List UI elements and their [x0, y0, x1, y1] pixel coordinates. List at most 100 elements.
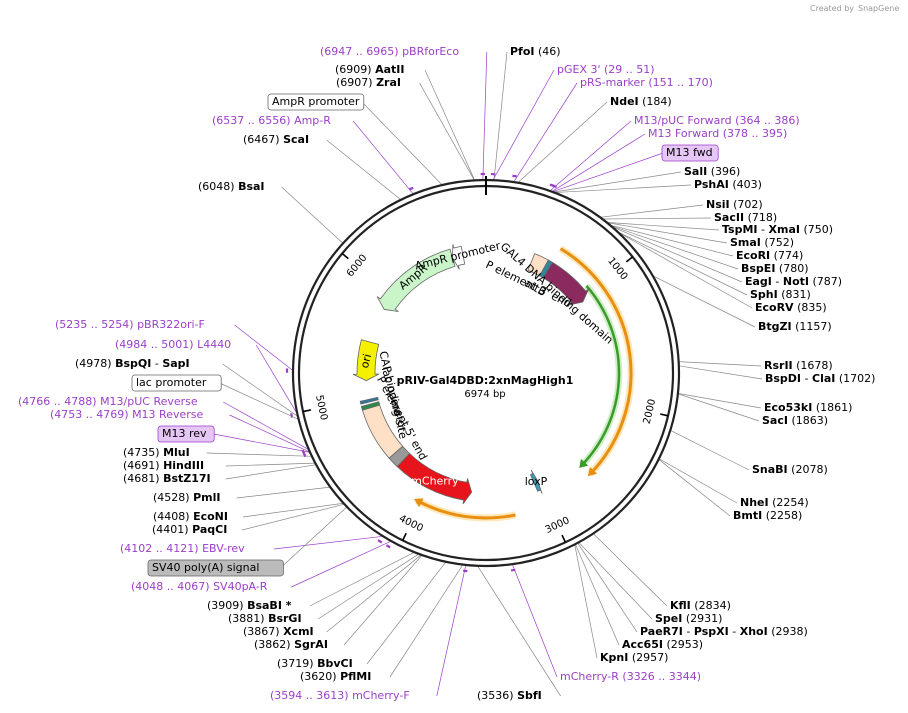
- label-ndei: NdeI (184): [610, 95, 672, 108]
- leader-pshai: [554, 184, 692, 193]
- label-sgrai-pos: (3862): [254, 638, 291, 651]
- label-btgzi-pos: (1157): [795, 320, 832, 333]
- feature-ori: [352, 339, 380, 382]
- feature-attb: [539, 259, 553, 279]
- leader-sgrai: [343, 554, 423, 646]
- coverage-arrowhead: [414, 498, 424, 508]
- coverage-arc: [580, 284, 621, 467]
- label-nsii-pos: (702): [733, 198, 763, 211]
- feature-ampr: [376, 248, 456, 312]
- label-rsrii-pos: (1678): [796, 359, 833, 372]
- label-zrai-pos: (6907): [336, 76, 373, 89]
- label-ecori: EcoRI (774): [736, 249, 803, 262]
- label-pflmi-text: (3620) PflMI: [300, 670, 371, 683]
- feature-label-ori: ori: [358, 352, 374, 369]
- label-bspei-pos: (780): [779, 262, 809, 275]
- label-acc65i-name: Acc65I: [622, 638, 663, 651]
- label-hindiii: (4691) HindIII: [123, 459, 204, 472]
- feature-gal4-arrow: [539, 260, 590, 306]
- label-mcherryr-range: (3326 .. 3344): [622, 670, 701, 683]
- label-mcherryr-text: mCherry-R (3326 .. 3344): [560, 670, 701, 683]
- leader-ecori: [609, 224, 734, 257]
- leader-saci: [677, 393, 760, 422]
- label-ecoNI: (4408) EcoNI: [153, 510, 228, 523]
- label-mcherryf-name: mCherry-F: [352, 689, 410, 702]
- leader-mcherryr: [512, 564, 558, 678]
- feature-ampr-arrow: [376, 248, 456, 312]
- label-hindiii-text: (4691) HindIII: [123, 459, 204, 472]
- label-ecorv: EcoRV (835): [755, 301, 827, 314]
- label-ecoNI-pos: (4408): [153, 510, 190, 523]
- leader-sphi: [617, 231, 748, 296]
- label-sbfi-pos: (3536): [477, 689, 514, 702]
- label-sv40pa-text: SV40 poly(A) signal: [152, 561, 259, 574]
- label-bspei-name: BspEI: [741, 262, 775, 275]
- label-m13f-text: M13 Forward (378 .. 395): [648, 127, 787, 140]
- label-ampr_p-range: (6537 .. 6556): [212, 114, 291, 127]
- leader-prs: [513, 82, 578, 183]
- label-mcherryr: mCherry-R (3326 .. 3344): [560, 670, 701, 683]
- label-sv40par-range: (4048 .. 4067): [131, 580, 210, 593]
- label-paer7i-sep2: -: [732, 625, 736, 638]
- label-rsrii-name: RsrII: [764, 359, 793, 372]
- feature-gal4: [539, 260, 590, 306]
- label-acc65i-pos: (2953): [666, 638, 703, 651]
- feature-sv40-arrow: [388, 445, 411, 468]
- feature-mcherry-arrow: [396, 452, 473, 505]
- label-tspmi: TspMI - XmaI (750): [722, 223, 833, 236]
- label-scai: (6467) ScaI: [243, 133, 309, 146]
- label-zrai-text: (6907) ZraI: [336, 76, 401, 89]
- label-bsrgi-text: (3881) BsrGI: [228, 612, 302, 625]
- tick-label: 4000: [397, 513, 425, 534]
- label-m13pucrev-name: M13/pUC Reverse: [100, 395, 198, 408]
- label-eagi-sep: -: [775, 275, 779, 288]
- label-pflmi-pos: (3620): [300, 670, 337, 683]
- site-labels: (6947 .. 6965) pBRforEco PfoI (46) (6909…: [18, 45, 875, 702]
- leader-scai: [326, 139, 402, 201]
- coverage-arrowhead: [579, 458, 589, 468]
- label-mlui-pos: (4735): [123, 446, 160, 459]
- label-snabi: SnaBI (2078): [752, 463, 828, 476]
- label-spei-pos: (2931): [686, 612, 723, 625]
- label-scai-name: ScaI: [283, 133, 309, 146]
- leader-bstz17i: [225, 464, 317, 480]
- label-sgrai-text: (3862) SgrAI: [254, 638, 328, 651]
- coverage-arcs: [414, 245, 635, 522]
- label-xcmi-pos: (3867): [243, 625, 280, 638]
- label-bspei: BspEI (780): [741, 262, 809, 275]
- leader-bspdi: [678, 365, 763, 380]
- leader-pbr322: [234, 324, 294, 371]
- label-amppromoter: AmpR promoter: [267, 93, 365, 111]
- label-ndei-pos: (184): [642, 95, 672, 108]
- label-kfli-name: KflI: [670, 599, 691, 612]
- plasmid-size: 6974 bp: [464, 389, 505, 400]
- leader-nsii: [600, 204, 704, 218]
- label-btgzi-text: BtgZI (1157): [758, 320, 832, 333]
- label-m13rev-text: M13 rev: [162, 427, 207, 440]
- label-paer7i-name3: XhoI: [740, 625, 768, 638]
- label-pflmi-name: PflMI: [340, 670, 371, 683]
- label-aatii-name: AatII: [375, 63, 404, 76]
- label-m13pucrev-text: (4766 .. 4788) M13/pUC Reverse: [18, 395, 198, 408]
- label-ebvrev: (4102 .. 4121) EBV-rev: [120, 542, 245, 555]
- label-m13fwd: M13 fwd: [661, 144, 719, 162]
- label-m13rev_p-name: M13 Reverse: [132, 408, 203, 421]
- label-pbrfor-range: (6947 .. 6965): [320, 45, 399, 58]
- label-paer7i: PaeR7I - PspXI - XhoI (2938): [640, 625, 808, 638]
- primer-mark-ampr_p: [408, 186, 414, 191]
- leader-bspei: [610, 225, 739, 270]
- label-smai: SmaI (752): [730, 236, 794, 249]
- leader-tspmi: [606, 222, 720, 231]
- label-sbfi: (3536) SbfI: [477, 689, 542, 702]
- tick-mark: [302, 409, 312, 413]
- leader-xcmi: [326, 554, 422, 633]
- label-bsrgi: (3881) BsrGI: [228, 612, 302, 625]
- label-sali-text: SalI (396): [684, 165, 740, 178]
- leader-amppromoter: [361, 101, 443, 186]
- leader-btgzi: [652, 275, 756, 328]
- label-ecori-pos: (774): [774, 249, 804, 262]
- plasmid-center: pRIV-Gal4DBD:2xnMagHigh1 6974 bp: [397, 374, 574, 400]
- label-snabi-pos: (2078): [791, 463, 828, 476]
- leader-m13puc: [549, 120, 632, 192]
- label-sv40pa-box: [147, 559, 284, 577]
